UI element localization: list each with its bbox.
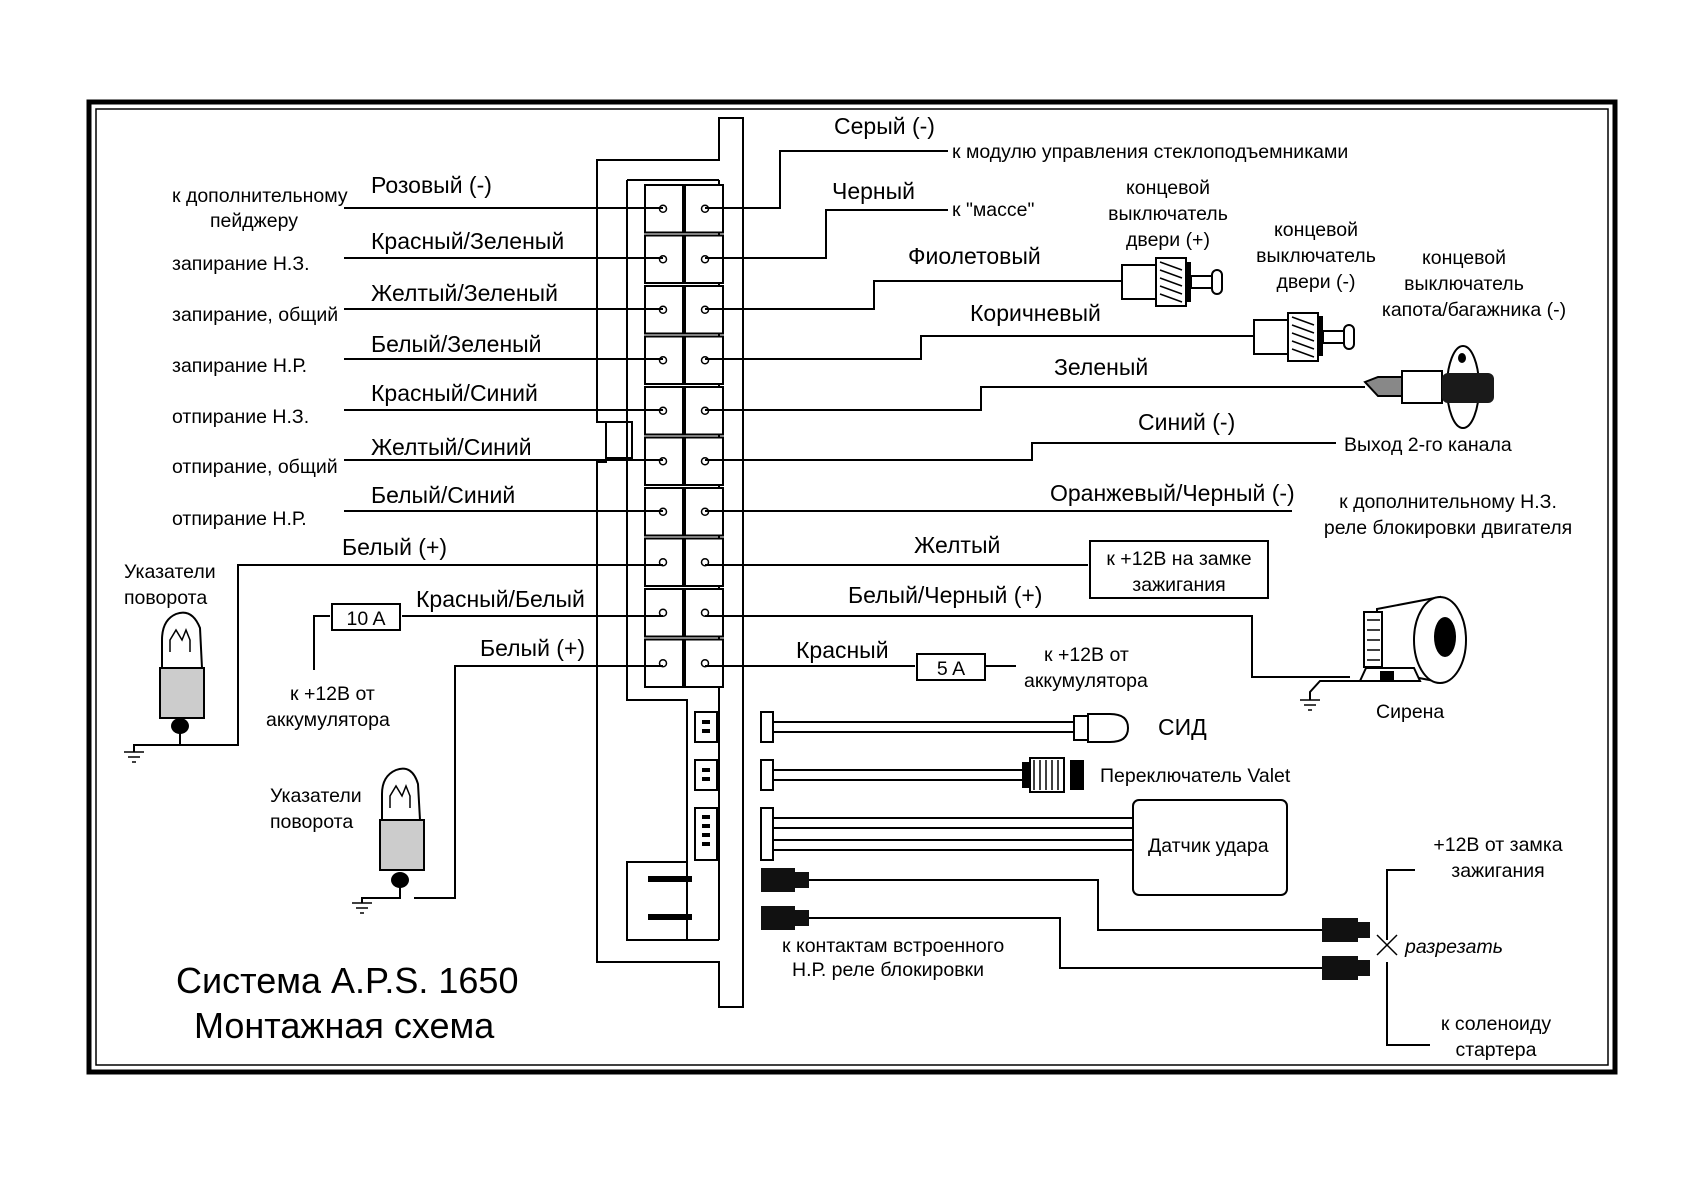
battery-right-l2: аккумулятора <box>1024 670 1148 692</box>
diagram-subtitle: Монтажная схема <box>194 1005 495 1046</box>
wire-label-white-plus-1: Белый (+) <box>342 534 447 560</box>
door-switch-neg-l2: выключатель <box>1256 245 1376 267</box>
hood-switch-l2: выключатель <box>1404 273 1524 295</box>
door-switch-neg-icon <box>1253 312 1355 362</box>
ignition-lock-l1: +12В от замка <box>1433 834 1562 856</box>
connector-cell <box>644 436 684 486</box>
connector-cell <box>644 537 684 587</box>
door-switch-pos-l2: выключатель <box>1108 203 1228 225</box>
desc-unlock-common: отпирание, общий <box>172 456 338 478</box>
siren-label: Сирена <box>1376 701 1444 723</box>
siren-icon <box>1300 595 1467 711</box>
turn-signals-2-l1: Указатели <box>270 785 362 807</box>
fuse-10a <box>331 603 401 631</box>
right-wires <box>705 150 1365 678</box>
outer-frame <box>86 99 1618 1075</box>
fuse-10a-label: 10 A <box>346 608 385 630</box>
shock-sensor-label: Датчик удара <box>1148 835 1269 857</box>
wire-label-red-blue: Красный/Синий <box>371 380 538 406</box>
relay-note-l1: к дополнительному Н.З. <box>1339 491 1557 513</box>
left-wires <box>178 207 663 899</box>
inner-frame <box>95 108 1609 1066</box>
wire-label-black: Черный <box>832 178 915 204</box>
cut-bracket <box>1376 869 1430 1046</box>
ignition-lock-l2: зажигания <box>1451 860 1544 882</box>
hood-switch-l1: концевой <box>1422 247 1506 269</box>
valet-label: Переключатель Valet <box>1100 765 1291 787</box>
connector-pin <box>658 457 668 466</box>
battery-left-l1: к +12В от <box>290 683 375 705</box>
connector-block <box>644 184 724 688</box>
connector-pin <box>658 356 668 365</box>
ignition-box-l1: к +12В на замке <box>1106 548 1251 570</box>
wire-label-yellow: Желтый <box>914 532 1000 558</box>
desc-lock-common: запирание, общий <box>172 304 338 326</box>
hood-switch-l3: капота/багажника (-) <box>1382 299 1566 321</box>
fuse-5a <box>916 653 986 681</box>
turn-signals-1-l2: поворота <box>124 587 207 609</box>
builtin-relay-l2: Н.Р. реле блокировки <box>792 959 984 981</box>
relay-note-l2: реле блокировки двигателя <box>1324 517 1572 539</box>
builtin-relay-connector <box>761 868 1370 980</box>
desc-unlock-no: отпирание Н.Р. <box>172 508 307 530</box>
wire-label-orange-black: Оранжевый/Черный (-) <box>1050 480 1295 506</box>
turn-signals-1-l1: Указатели <box>124 561 216 583</box>
led-icon <box>760 711 1130 743</box>
builtin-relay-l1: к контактам встроенного <box>782 935 1004 957</box>
wire-label-red-white: Красный/Белый <box>416 586 585 612</box>
wire-label-white-black: Белый/Черный (+) <box>848 582 1042 608</box>
ignition-box-l2: зажигания <box>1132 574 1225 596</box>
valet-switch-icon <box>760 757 1084 793</box>
battery-right-l1: к +12В от <box>1044 644 1129 666</box>
wire-label-white-green: Белый/Зеленый <box>371 331 542 357</box>
right-labels: Серый (-) к модулю управления стеклоподъ… <box>782 113 1572 1061</box>
desc-lock-nc: запирание Н.З. <box>172 253 310 275</box>
desc-ground: к "массе" <box>952 199 1034 221</box>
wire-label-violet: Фиолетовый <box>908 243 1041 269</box>
left-labels: Розовый (-) к дополнительному пейджеру К… <box>124 172 585 833</box>
door-switch-pos-l3: двери (+) <box>1126 229 1210 251</box>
wire-label-pink: Розовый (-) <box>371 172 492 198</box>
wire-label-yellow-blue: Желтый/Синий <box>371 434 532 460</box>
ignition-box <box>1089 540 1269 599</box>
door-switch-neg-l3: двери (-) <box>1277 271 1356 293</box>
desc-unlock-nc: отпирание Н.З. <box>172 406 309 428</box>
starter-l1: к соленоиду <box>1441 1013 1551 1035</box>
fuse-5a-label: 5 A <box>937 658 965 680</box>
wire-label-red-green: Красный/Зеленый <box>371 228 564 254</box>
wire-label-red: Красный <box>796 637 889 663</box>
connector-pin <box>700 457 710 466</box>
hood-switch-icon <box>1363 345 1494 429</box>
diagram-title: Система A.P.S. 1650 <box>176 960 518 1001</box>
wire-label-yellow-green: Желтый/Зеленый <box>371 280 558 306</box>
wire-label-gray: Серый (-) <box>834 113 935 139</box>
wire-label-blue: Синий (-) <box>1138 409 1235 435</box>
turn-signals-2-l2: поворота <box>270 811 353 833</box>
bulb-icon <box>124 611 205 763</box>
wire-label-green: Зеленый <box>1054 354 1148 380</box>
wire-label-white-plus-2: Белый (+) <box>480 635 585 661</box>
desc-window-module: к модулю управления стеклоподъемниками <box>952 141 1348 163</box>
connector-pin <box>658 255 668 264</box>
shock-sensor-icon <box>760 799 1288 896</box>
small-connectors <box>626 711 718 941</box>
desc-lock-no: запирание Н.Р. <box>172 355 307 377</box>
battery-left-l2: аккумулятора <box>266 709 390 731</box>
wire-label-white-blue: Белый/Синий <box>371 482 515 508</box>
cut-label: разрезать <box>1404 936 1503 958</box>
door-switch-pos-icon <box>1121 257 1223 307</box>
connector-pin <box>700 356 710 365</box>
led-label: СИД <box>1158 714 1207 740</box>
door-switch-neg-l1: концевой <box>1274 219 1358 241</box>
desc-pager-1: к дополнительному <box>172 185 348 207</box>
door-switch-pos-l1: концевой <box>1126 177 1210 199</box>
starter-l2: стартера <box>1456 1039 1537 1061</box>
wire-label-brown: Коричневый <box>970 300 1101 326</box>
connector-pin <box>700 255 710 264</box>
bulb-icon <box>352 767 425 914</box>
desc-channel-2: Выход 2-го канала <box>1344 434 1512 456</box>
desc-pager-2: пейджеру <box>210 210 298 232</box>
